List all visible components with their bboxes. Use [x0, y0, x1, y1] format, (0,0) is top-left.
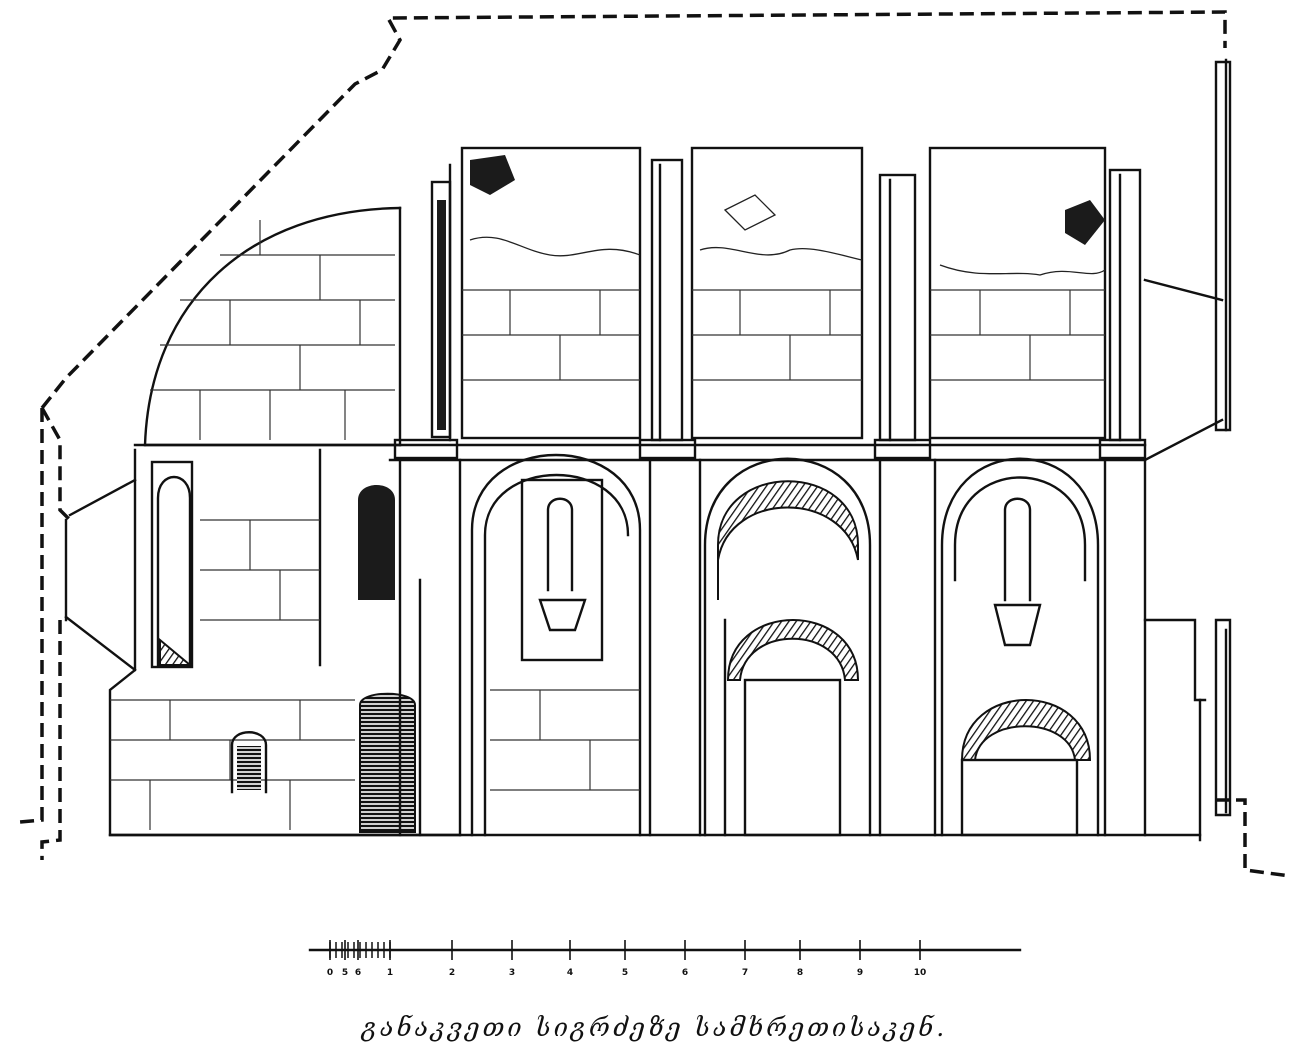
scale-label: 3 [509, 968, 515, 978]
upper-panels [460, 146, 1107, 440]
scale-label: 9 [857, 968, 863, 978]
scale-label: 6 [682, 968, 688, 978]
scale-label: 4 [567, 968, 573, 978]
arch-bay-2 [698, 457, 882, 837]
scale-label: 0 [327, 968, 333, 978]
left-wall [64, 478, 137, 672]
drawing-caption: განაკვეთი სიგრძეზე სამხრეთისაკენ. [361, 1013, 948, 1042]
scale-label: 10 [914, 968, 927, 978]
dome [143, 206, 402, 447]
column-left [430, 163, 452, 442]
scale-label: 5 [622, 968, 628, 978]
right-wall [1143, 58, 1232, 842]
scale-label: 6 [355, 968, 361, 978]
cornice-band [133, 438, 1147, 462]
lower-left-wall [108, 448, 462, 837]
arch-bay-1 [458, 453, 652, 837]
scale-label: 2 [449, 968, 455, 978]
arch-bay-3 [933, 457, 1147, 837]
scale-label: 8 [797, 968, 803, 978]
scale-label: 5 [342, 968, 348, 978]
scale-label: 7 [742, 968, 748, 978]
pilasters [650, 158, 1142, 442]
roof-outline [19, 10, 1291, 878]
scale-label: 1 [387, 968, 393, 978]
